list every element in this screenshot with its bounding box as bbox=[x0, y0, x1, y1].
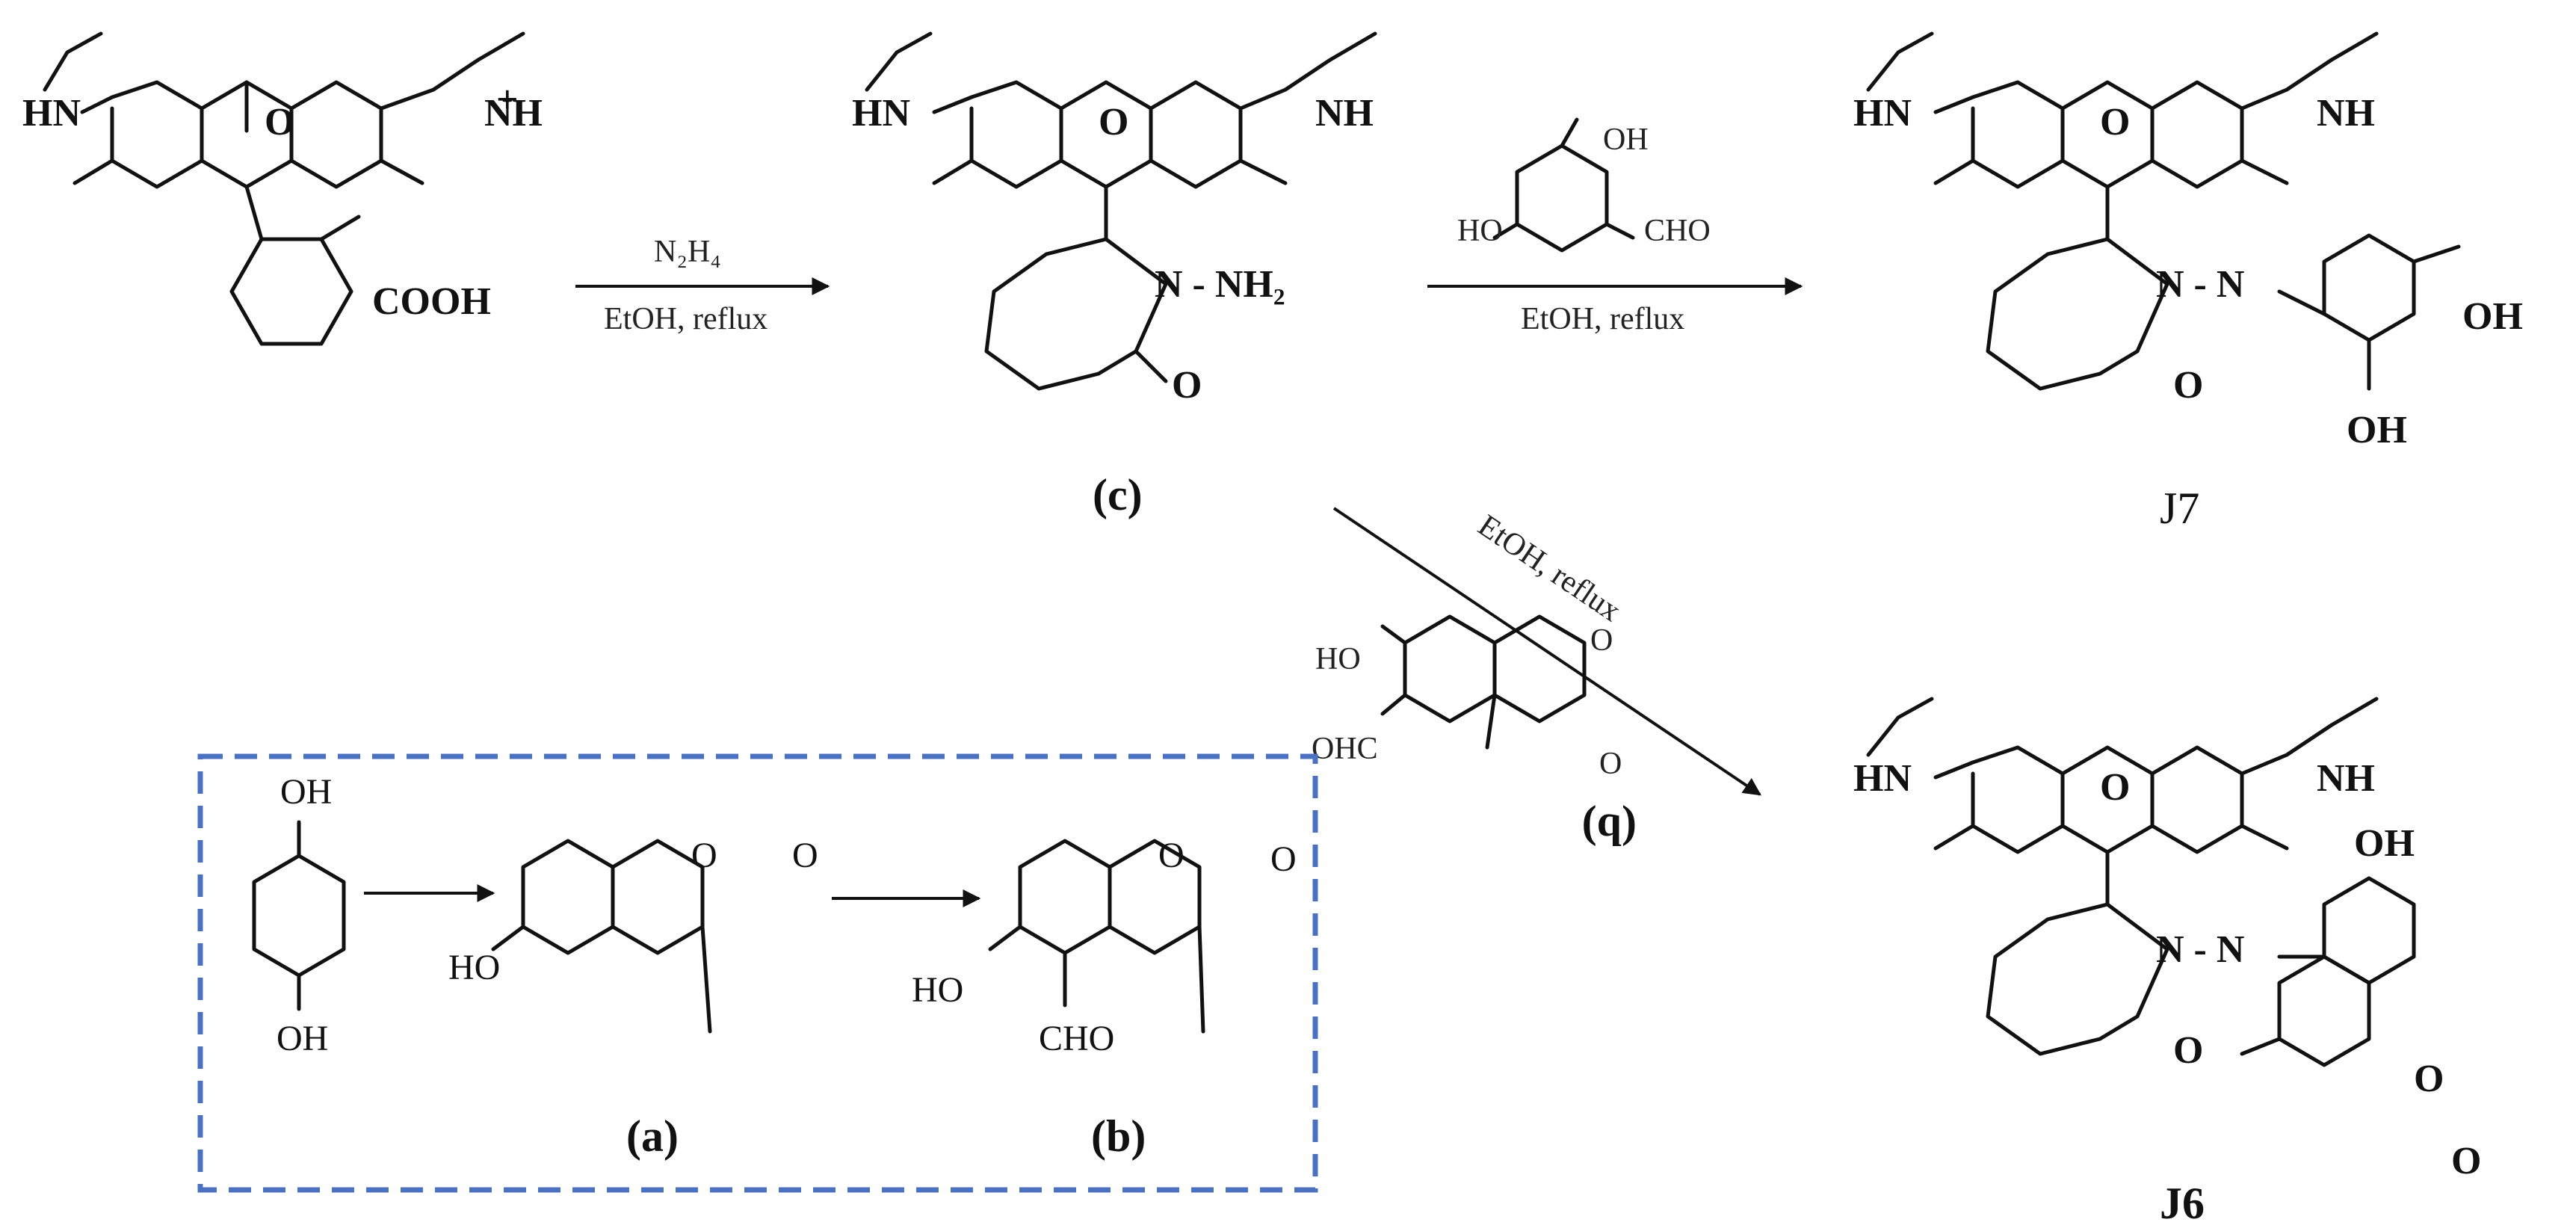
atom-label: HN bbox=[22, 92, 81, 135]
atom-label: NH bbox=[2317, 757, 2375, 800]
intermediate-c: HN NH O N - NH₂ O (c) bbox=[852, 31, 1377, 519]
atom-label: O bbox=[792, 836, 818, 875]
reaction-arrow-step-1: N₂H₄ EtOH, reflux bbox=[575, 235, 830, 336]
atom-label: N - NH₂ bbox=[1155, 263, 1285, 306]
atom-label: OHC bbox=[1312, 732, 1378, 766]
atom-label: O bbox=[2173, 1029, 2203, 1072]
atom-label: NH bbox=[2317, 92, 2375, 135]
compound-label: (b) bbox=[1091, 1111, 1146, 1161]
atom-label: O bbox=[1270, 839, 1297, 879]
atom-label: NH bbox=[1315, 92, 1374, 135]
synthesis-box: OH OH HO O O (a) HO CHO O O (b) bbox=[197, 753, 1318, 1193]
atom-label: OH bbox=[277, 1019, 328, 1058]
atom-label: O bbox=[2173, 364, 2203, 407]
atom-label: OH bbox=[1603, 123, 1649, 157]
atom-label: O bbox=[265, 101, 294, 144]
atom-label: OH bbox=[2354, 822, 2415, 865]
atom-label: CHO bbox=[1644, 214, 1711, 248]
atom-label: OH bbox=[280, 772, 332, 812]
charge-label: + bbox=[496, 78, 519, 121]
rhodamine-starting-material: HN NH + O COOH bbox=[22, 31, 543, 346]
atom-label: HO bbox=[912, 970, 963, 1010]
atom-label: O bbox=[2100, 766, 2130, 809]
atom-label: O bbox=[1599, 747, 1622, 781]
condition-label: EtOH, reflux bbox=[604, 302, 767, 336]
atom-label: O bbox=[691, 836, 717, 875]
dashed-frame bbox=[197, 753, 1318, 1193]
atom-label: O bbox=[2451, 1140, 2481, 1182]
atom-label: N - N bbox=[2156, 263, 2244, 306]
atom-label: HN bbox=[1853, 92, 1912, 135]
atom-label: O bbox=[1158, 836, 1184, 875]
condition-label: EtOH, reflux bbox=[1471, 508, 1627, 629]
atom-label: O bbox=[1172, 364, 1202, 407]
atom-label: HO bbox=[1457, 214, 1503, 248]
reaction-arrow-step-3: EtOH, reflux HO OHC O O (b) bbox=[1312, 507, 1761, 854]
atom-label: NH bbox=[484, 92, 543, 135]
atom-label: OH bbox=[2347, 409, 2407, 451]
atom-label: CHO bbox=[1039, 1019, 1114, 1058]
atom-label: O bbox=[2414, 1058, 2444, 1100]
condition-label: EtOH, reflux bbox=[1521, 302, 1684, 336]
atom-label: O bbox=[1590, 623, 1613, 658]
atom-label: HN bbox=[852, 92, 910, 135]
compound-label: (a) bbox=[626, 1111, 679, 1161]
compound-label: J7 bbox=[2160, 484, 2199, 533]
compound-label: (b) bbox=[1582, 805, 1637, 854]
atom-label: HO bbox=[448, 948, 500, 987]
atom-label: N - N bbox=[2156, 928, 2244, 971]
reaction-arrow-step-2: HO OH CHO EtOH, reflux bbox=[1427, 117, 1803, 336]
compound-label: J6 bbox=[2160, 1179, 2205, 1228]
atom-label: COOH bbox=[372, 280, 491, 323]
atom-label: HO bbox=[1315, 642, 1361, 676]
compound-label: (c) bbox=[1093, 470, 1143, 519]
atom-label: O bbox=[1099, 101, 1128, 144]
product-j7: HN NH O N - N O OH OH J7 bbox=[1853, 31, 2523, 533]
product-j6: HN NH O N - N O OH O O J6 bbox=[1853, 697, 2481, 1228]
atom-label: O bbox=[2100, 101, 2130, 144]
reagent-label: N₂H₄ bbox=[654, 235, 721, 269]
atom-label: HN bbox=[1853, 757, 1912, 800]
atom-label: OH bbox=[2462, 295, 2523, 338]
